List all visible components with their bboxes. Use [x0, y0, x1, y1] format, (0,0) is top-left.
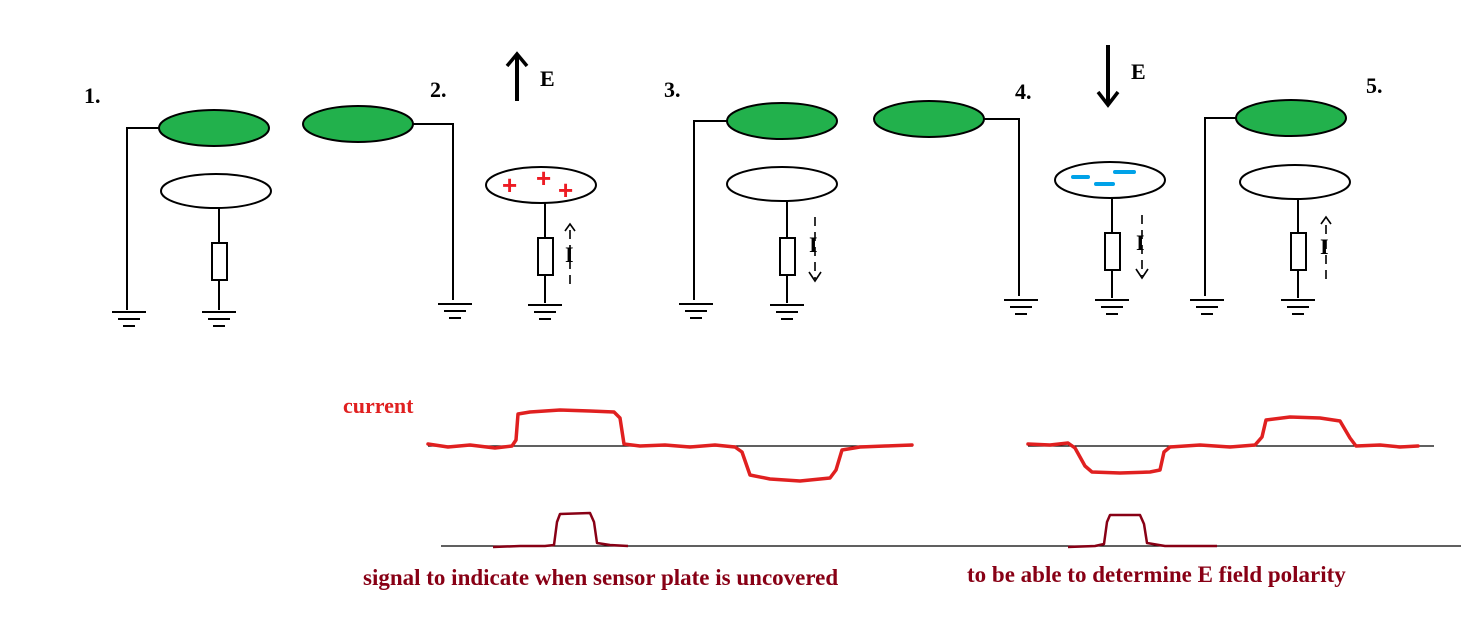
ground-icon — [438, 303, 472, 319]
current-arrow-down-icon — [1135, 215, 1149, 280]
ground-icon — [1190, 299, 1224, 315]
current-label-i: I — [1320, 234, 1329, 259]
ground-icon — [770, 304, 804, 320]
plate-ground-wire — [413, 123, 454, 300]
sensor-plate — [160, 173, 272, 209]
current-arrow-up-icon — [564, 222, 576, 284]
arrow-down-icon — [1096, 45, 1120, 108]
panel-1: 1. — [84, 83, 272, 327]
panel-4: 4. E - I — [873, 45, 1166, 315]
plate-ground-wire — [126, 127, 159, 310]
ground-icon — [528, 304, 562, 320]
covering-plate — [1235, 99, 1347, 137]
resistor-icon — [1104, 232, 1121, 271]
arrow-up-icon — [505, 51, 529, 101]
plate-ground-wire — [1204, 117, 1236, 296]
current-trace-left — [426, 408, 914, 483]
caption-left: signal to indicate when sensor plate is … — [363, 565, 838, 590]
svg-text:+: + — [536, 163, 551, 193]
step-3-label: 3. — [664, 77, 681, 102]
plate-ground-wire — [693, 120, 727, 300]
covering-plate — [726, 102, 838, 140]
signal-trace-right — [1067, 513, 1217, 549]
step-2-label: 2. — [430, 77, 447, 102]
svg-text:+: + — [558, 175, 573, 205]
ground-icon — [112, 311, 146, 327]
step-4-label: 4. — [1015, 79, 1032, 104]
resistor-icon — [211, 242, 228, 281]
current-plot: current — [343, 393, 1434, 483]
signal-trace-left — [492, 511, 629, 549]
current-label-i: I — [809, 232, 818, 257]
plate-ground-wire — [984, 118, 1020, 296]
current-label-i: I — [1136, 230, 1145, 255]
covering-plate — [302, 105, 414, 143]
step-1-label: 1. — [84, 83, 101, 108]
field-label-e: E — [1131, 59, 1146, 84]
current-plot-label: current — [343, 393, 414, 418]
sensor-plate — [485, 166, 597, 204]
svg-text:+: + — [502, 170, 517, 200]
ground-icon — [1095, 299, 1129, 315]
current-arrow-down-icon — [808, 217, 822, 283]
step-5-label: 5. — [1366, 73, 1383, 98]
charge-plus-icon: + + + — [502, 163, 573, 205]
current-label-i: I — [565, 242, 574, 267]
resistor-icon — [1290, 232, 1307, 271]
covering-plate — [873, 100, 985, 138]
field-label-e: E — [540, 66, 555, 91]
sensor-plate — [1239, 164, 1351, 200]
current-trace-right — [1026, 415, 1420, 475]
resistor-icon — [779, 237, 796, 276]
caption-right: to be able to determine E field polarity — [967, 562, 1346, 587]
ground-icon — [1004, 299, 1038, 315]
ground-icon — [202, 311, 236, 327]
sensor-plate — [726, 166, 838, 202]
panel-3: 3. I — [664, 77, 838, 320]
ground-icon — [679, 303, 713, 319]
sensor-plate — [1054, 161, 1166, 199]
panel-2: 2. E + + + I — [302, 51, 597, 320]
ground-icon — [1281, 299, 1315, 315]
current-arrow-up-icon — [1320, 215, 1332, 279]
resistor-icon — [537, 237, 554, 276]
charge-minus-icon — [1071, 170, 1136, 186]
panel-5: 5. I — [1190, 73, 1383, 315]
covering-plate — [158, 109, 270, 147]
signal-plot: signal to indicate when sensor plate is … — [363, 511, 1461, 590]
